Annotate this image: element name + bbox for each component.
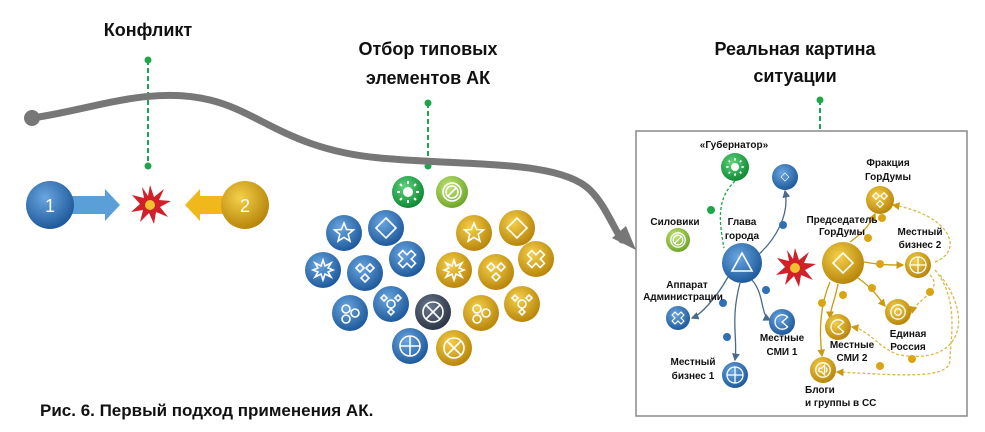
title-selection-line1: Отбор типовых: [358, 39, 497, 59]
label-er-2: Россия: [890, 342, 926, 353]
united-russia-node-icon: [885, 299, 911, 325]
blue-star-icon: [326, 215, 362, 251]
blue-three-diamonds-icon: [347, 255, 383, 291]
label-biz1-1: Местный: [671, 357, 716, 368]
label-admin-2: Администрации: [643, 292, 723, 303]
label-chair-2: ГорДумы: [819, 227, 865, 238]
label-smi1-2: СМИ 1: [767, 347, 798, 358]
label-biz2-2: бизнес 2: [899, 239, 942, 251]
gold-network-icon: [504, 286, 540, 322]
gold-x-circle-icon: [436, 330, 472, 366]
title-conflict: Конфликт: [104, 20, 193, 40]
label-mayor-2: города: [725, 231, 760, 242]
conflict-explosion-icon: [131, 185, 171, 224]
situation-labels: «Губернатор» Силовики Глава города Аппар…: [643, 139, 942, 409]
label-faction-2: ГорДумы: [865, 172, 911, 183]
duma-faction-node-icon: [866, 186, 894, 214]
title-real-line1: Реальная картина: [714, 39, 876, 59]
label-biz2-1: Местный: [898, 227, 943, 238]
duma-chair-node-icon: [822, 242, 864, 284]
gold-star-icon: [456, 215, 492, 251]
label-blogs-2: и группы в СС: [805, 398, 876, 409]
governor-node-icon: [721, 153, 749, 181]
party-2: 2: [185, 181, 269, 229]
gold-burst-icon: [436, 252, 472, 288]
party-2-label: 2: [240, 196, 250, 216]
label-faction-1: Фракция: [866, 158, 910, 169]
business-2-node-icon: [905, 252, 931, 278]
element-palette: [305, 176, 554, 366]
label-admin-1: Аппарат: [666, 280, 708, 291]
label-smi1-1: Местные: [760, 333, 805, 344]
blue-diamond-node-icon: [772, 164, 798, 190]
label-siloviki: Силовики: [650, 217, 699, 228]
situation-link-plus-icons: [707, 206, 934, 370]
gold-three-diamonds-icon: [478, 254, 514, 290]
ban-element-icon: [436, 176, 468, 208]
blue-network-icon: [373, 286, 409, 322]
title-selection-line2: элементов АК: [366, 68, 491, 88]
process-start-dot: [24, 110, 40, 126]
blue-circles-icon: [332, 295, 368, 331]
gold-diamond-icon: [499, 210, 535, 246]
sun-element-icon: [392, 176, 424, 208]
dark-x-circle-icon: [415, 294, 451, 330]
administration-node-icon: [666, 306, 690, 330]
gold-cross-icon: [518, 241, 554, 277]
title-real-line2: ситуации: [753, 66, 836, 86]
blogs-node-icon: [810, 357, 836, 383]
media-1-node-icon: [769, 309, 795, 335]
figure-caption: Рис. 6. Первый подход применения АК.: [40, 401, 373, 420]
label-mayor-1: Глава: [728, 217, 757, 228]
blue-plus-circle-icon: [392, 328, 428, 364]
party-1-label: 1: [45, 196, 55, 216]
label-er-1: Единая: [890, 329, 927, 340]
label-biz1-2: бизнес 1: [672, 370, 715, 382]
gold-circles-icon: [463, 295, 499, 331]
mayor-node-icon: [722, 243, 762, 283]
blue-burst-icon: [305, 252, 341, 288]
siloviki-node-icon: [666, 228, 690, 252]
label-blogs-1: Блоги: [805, 385, 835, 396]
party-1: 1: [26, 181, 120, 229]
label-smi2-2: СМИ 2: [837, 353, 868, 364]
media-2-node-icon: [825, 314, 851, 340]
process-curve: [28, 91, 626, 244]
label-chair-1: Председатель: [806, 215, 877, 226]
label-smi2-1: Местные: [830, 340, 875, 351]
blue-diamond-icon: [368, 210, 404, 246]
blue-cross-icon: [389, 241, 425, 277]
label-governor: «Губернатор»: [700, 139, 769, 151]
business-1-node-icon: [722, 362, 748, 388]
process-arrowhead: [612, 226, 636, 250]
